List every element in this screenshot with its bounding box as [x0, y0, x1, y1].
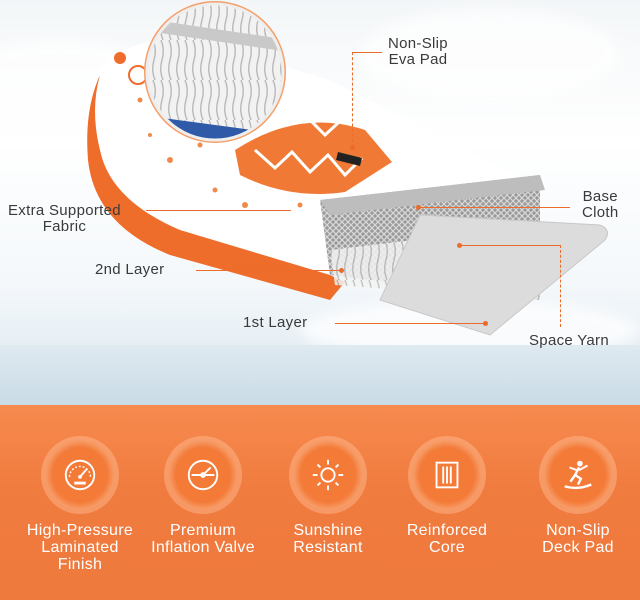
feature-reinforced-core: Reinforced Core: [385, 440, 509, 556]
sun-icon: [312, 459, 344, 491]
callout-base-cloth: Base Cloth: [582, 189, 619, 221]
callout-layer2: 2nd Layer: [95, 262, 164, 278]
feature-inflation-valve-label: Premium Inflation Valve: [151, 522, 255, 556]
callout-space-yarn-dot: [457, 243, 462, 248]
callout-base-cloth-text: Base Cloth: [582, 188, 619, 221]
callout-base-cloth-line: [418, 207, 570, 208]
product-illustration: GOPLUS Non-Slip Eva Pad Extra Supported …: [0, 0, 640, 405]
callout-eva-pad-text: Non-Slip Eva Pad: [388, 35, 448, 68]
feature-reinforced-core-ring: [412, 440, 482, 510]
callout-layer1-text: 1st Layer: [243, 314, 308, 331]
core-icon: [435, 461, 459, 489]
valve-icon: [187, 459, 219, 491]
feature-inflation-valve: Premium Inflation Valve: [141, 440, 265, 556]
feature-high-pressure-label: High-Pressure Laminated Finish: [26, 522, 134, 573]
callout-space-yarn: Space Yarn: [529, 333, 609, 349]
feature-sunshine-resistant-ring: [293, 440, 363, 510]
feature-sunshine-resistant-label: Sunshine Resistant: [293, 522, 363, 556]
feature-band: High-Pressure Laminated Finish Premium I…: [0, 405, 640, 600]
callout-layer1-line: [335, 323, 485, 324]
callout-eva-pad: Non-Slip Eva Pad: [388, 36, 448, 68]
feature-deck-pad-label: Non-Slip Deck Pad: [542, 522, 614, 556]
callout-fabric-line: [146, 210, 291, 211]
feature-sunshine-resistant: Sunshine Resistant: [266, 440, 390, 556]
callout-layer1: 1st Layer: [243, 315, 307, 331]
callout-layer2-dot: [339, 268, 344, 273]
pressure-gauge-icon: [64, 459, 96, 491]
callout-eva-pad-line: [352, 52, 382, 53]
callout-eva-pad-leader: [352, 52, 353, 147]
callout-space-yarn-hline: [460, 245, 560, 246]
sea-background: [0, 345, 640, 405]
surfer-icon: [564, 460, 592, 490]
feature-high-pressure-ring: [45, 440, 115, 510]
feature-deck-pad-ring: [543, 440, 613, 510]
feature-high-pressure: High-Pressure Laminated Finish: [18, 440, 142, 573]
callout-eva-pad-dot: [350, 145, 355, 150]
callout-space-yarn-text: Space Yarn: [529, 332, 609, 349]
feature-inflation-valve-ring: [168, 440, 238, 510]
feature-reinforced-core-label: Reinforced Core: [406, 522, 488, 556]
callout-layer2-line: [196, 270, 341, 271]
paddle-board-graphic: [87, 1, 609, 336]
callout-fabric: Extra Supported Fabric: [8, 203, 121, 235]
callout-space-yarn-leader: [560, 245, 561, 327]
callout-layer2-text: 2nd Layer: [95, 261, 165, 278]
callout-base-cloth-dot: [416, 205, 421, 210]
feature-deck-pad: Non-Slip Deck Pad: [516, 440, 640, 556]
callout-fabric-text: Extra Supported Fabric: [8, 202, 121, 235]
callout-layer1-dot: [483, 321, 488, 326]
